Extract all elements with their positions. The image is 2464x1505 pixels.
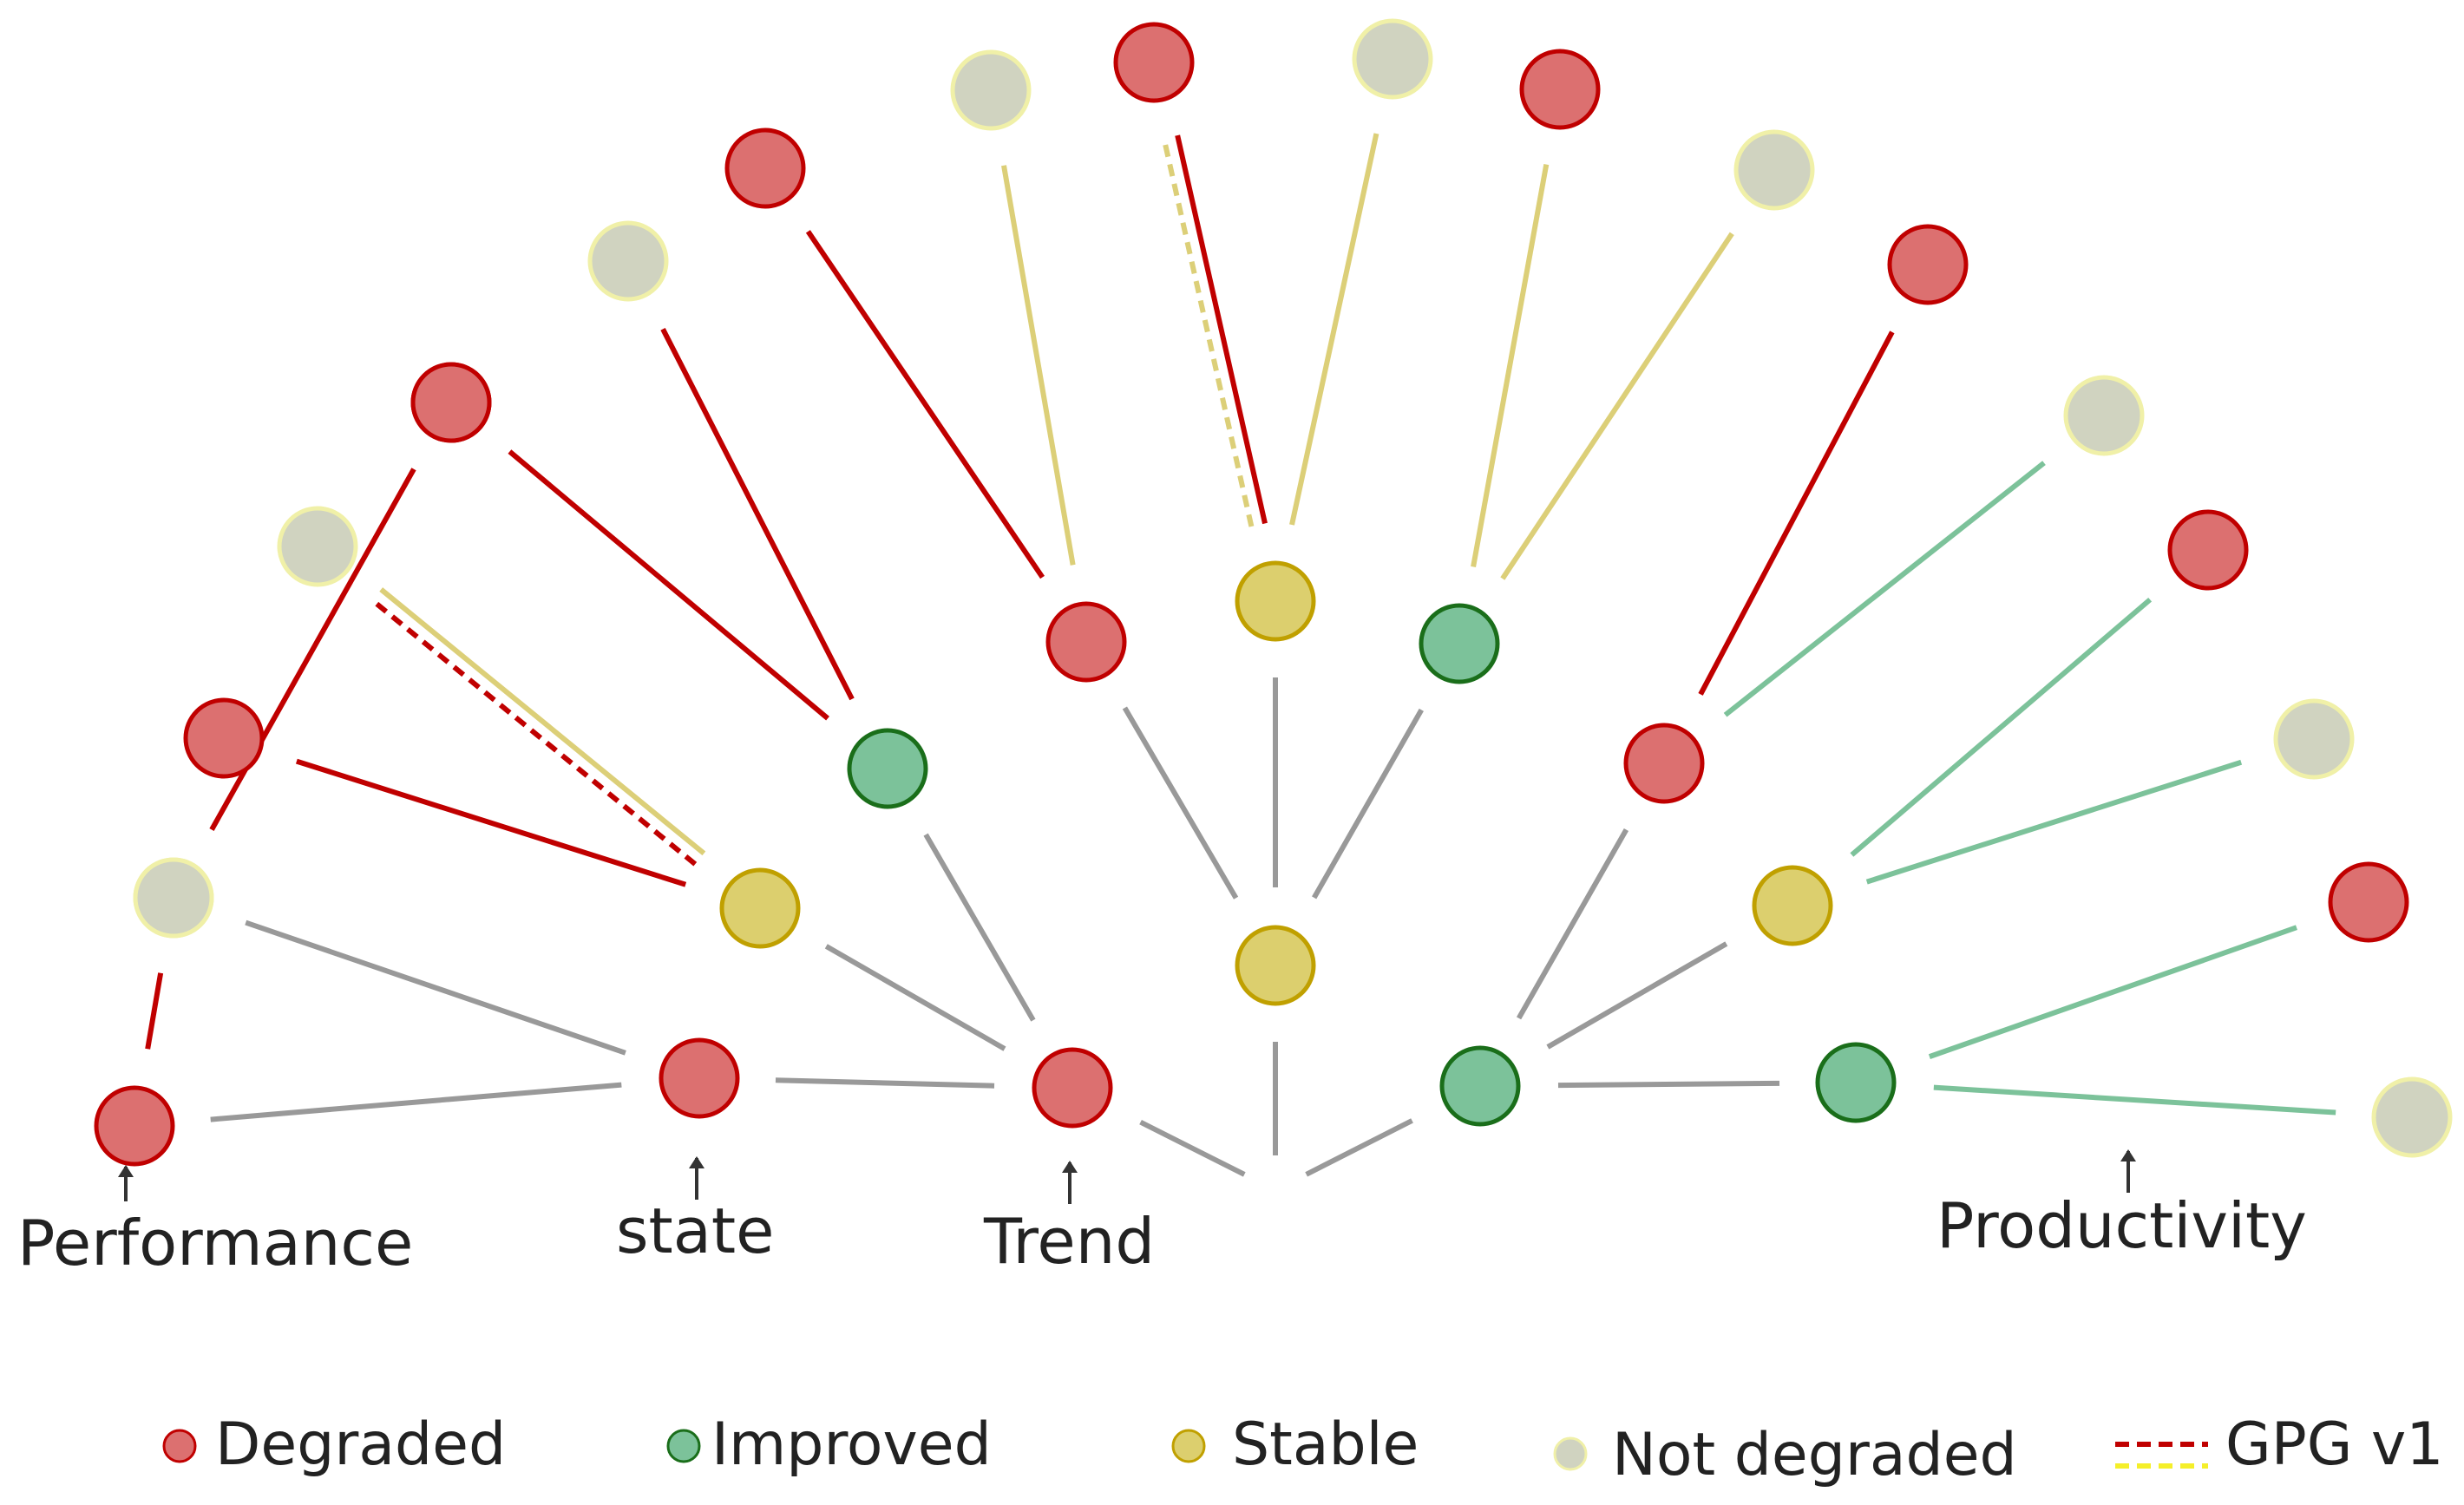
- legend-degraded-label: Degraded: [215, 1410, 506, 1479]
- legend-not-degraded-marker: [1553, 1436, 1588, 1471]
- edge-t3s1: [1516, 828, 1629, 1020]
- productivity-label: Productivity: [1936, 1189, 2307, 1262]
- node-t1s2p2-not-degraded: [277, 506, 358, 587]
- level-label-performance: Performance: [17, 1165, 413, 1279]
- node-t3s2-stable: [1752, 865, 1833, 946]
- node-t3s1p2-not-degraded: [2063, 375, 2145, 456]
- legend-improved-marker: [666, 1429, 701, 1463]
- performance-label: Performance: [17, 1207, 413, 1279]
- node-t2-stable: [1235, 925, 1316, 1006]
- edge-t3s2p2: [1865, 759, 2243, 885]
- edge-t1s2p2: [379, 587, 706, 856]
- edge-t3s3p2: [1933, 1084, 2336, 1116]
- node-t1s1p1-degraded: [94, 1085, 175, 1167]
- arrowhead-state-icon: [689, 1156, 704, 1168]
- legend: Degraded Improved Stable Not degraded GP…: [162, 1410, 2444, 1489]
- arrowhead-performance-icon: [118, 1165, 134, 1177]
- node-t3s2p1-degraded: [2167, 509, 2249, 591]
- edge-t2s1p1: [805, 230, 1045, 579]
- node-t3s2p2-not-degraded: [2273, 698, 2355, 780]
- node-t3s1-degraded: [1623, 723, 1705, 804]
- edge-t1: [1139, 1119, 1246, 1177]
- node-t1-degraded: [1032, 1047, 1113, 1129]
- edge-t2s1p2: [1001, 165, 1076, 566]
- node-t3-improved: [1439, 1045, 1521, 1127]
- node-t1s2-stable: [719, 867, 801, 949]
- edge-t2s3p2: [1500, 232, 1734, 580]
- edge-t3s1p2: [1723, 461, 2046, 717]
- edge-t1s3: [923, 833, 1036, 1022]
- edge-t1s3p1: [508, 449, 829, 721]
- edge-t1s1p1q: [145, 972, 164, 1050]
- node-t2s3p1-degraded: [1519, 49, 1601, 130]
- node-t1s3-improved: [847, 728, 928, 809]
- level-label-productivity: Productivity: [1936, 1149, 2307, 1262]
- level-label-state: state: [616, 1156, 774, 1267]
- edge-t2s3p1: [1471, 164, 1550, 567]
- state-label: state: [616, 1194, 774, 1267]
- edge-t2s2p2: [1289, 133, 1379, 526]
- level-label-trend: Trend: [983, 1161, 1155, 1278]
- arrowhead-productivity-icon: [2120, 1149, 2136, 1161]
- node-t1s1-degraded: [659, 1037, 740, 1119]
- node-t2s2p1-degraded: [1113, 22, 1195, 103]
- edge-t3s3: [1557, 1080, 1780, 1089]
- node-t2s1p1-degraded: [724, 128, 806, 209]
- node-t1s3p2-not-degraded: [587, 220, 669, 302]
- edge-t1s1: [775, 1077, 995, 1089]
- edge-t2s2p1: [1175, 134, 1268, 525]
- node-t2s1p2-not-degraded: [950, 49, 1032, 131]
- node-t2s3p2-not-degraded: [1733, 129, 1815, 211]
- edge-t1s2: [824, 944, 1006, 1051]
- legend-degraded-marker: [162, 1429, 197, 1463]
- edge-t3s2: [1546, 941, 1728, 1050]
- edge-t2s1: [1122, 706, 1239, 900]
- legend-stable-label: Stable: [1232, 1410, 1419, 1479]
- edge-t2s3: [1312, 708, 1424, 900]
- trend-label: Trend: [983, 1205, 1155, 1278]
- edge-t3: [1305, 1118, 1413, 1177]
- legend-gpg-v1-label: GPG v1: [2225, 1410, 2444, 1479]
- legend-not-degraded-label: Not degraded: [1612, 1421, 2017, 1489]
- arrowhead-trend-icon: [1062, 1161, 1078, 1173]
- node-t2s3-improved: [1419, 603, 1500, 684]
- edge-t1s2p1: [295, 758, 687, 887]
- legend-stable-marker: [1171, 1429, 1206, 1463]
- edge-t3s1p1: [1698, 330, 1895, 696]
- node-t2s2p2-not-degraded: [1352, 18, 1433, 100]
- tree-nodes: [94, 18, 2453, 1167]
- edge-gpg-v1-t2s2p1: [1161, 137, 1255, 527]
- node-t2s1-degraded: [1045, 601, 1127, 683]
- node-t3s1p1-degraded: [1887, 224, 1969, 305]
- edge-t1s1p2: [245, 919, 626, 1056]
- node-t1s2p1-degraded: [183, 697, 265, 779]
- edge-gpg-v1-t1s2p2: [370, 598, 698, 867]
- edge-t1s3p2: [660, 327, 855, 701]
- node-t3s3-improved: [1815, 1042, 1897, 1123]
- tree-edges: [145, 133, 2336, 1177]
- node-t1s3p1-degraded: [410, 362, 492, 443]
- node-t3s3p2-not-degraded: [2371, 1076, 2453, 1158]
- legend-improved-label: Improved: [711, 1410, 992, 1479]
- node-t3s3p1-degraded: [2328, 861, 2409, 943]
- edge-t3s2p1: [1850, 597, 2153, 857]
- edge-t3s3p1: [1928, 925, 2297, 1059]
- node-t1s1p2-not-degraded: [133, 857, 214, 939]
- edge-t1s1p1: [210, 1082, 622, 1122]
- node-t2s2-stable: [1235, 560, 1316, 642]
